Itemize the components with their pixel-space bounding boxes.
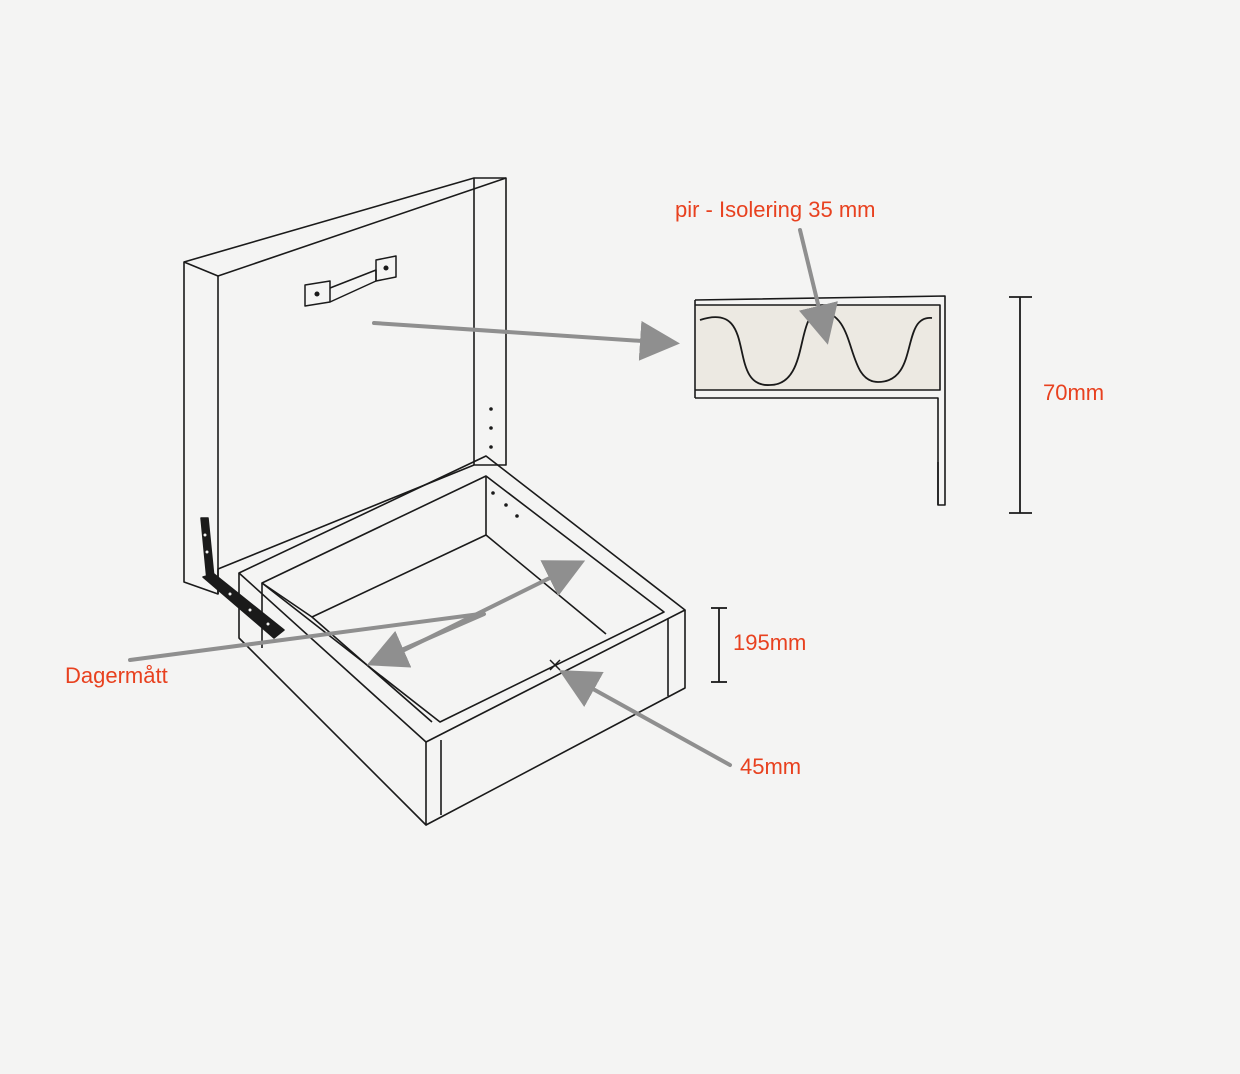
dimension-70mm-bar: [1009, 296, 1032, 514]
label-dagermatt: Dagermått: [65, 663, 168, 688]
box-frame: [238, 455, 686, 826]
lid: [183, 177, 507, 595]
arrow-to-section: [372, 320, 680, 361]
dimension-195mm-bar: [711, 607, 727, 683]
lid-handle: [304, 255, 397, 307]
x-mark: [549, 659, 561, 671]
profile-section: [694, 295, 946, 506]
arrow-insulation: [798, 228, 838, 345]
label-70mm: 70mm: [1043, 380, 1105, 405]
arrow-dagermatt: [128, 612, 482, 662]
screw-dots: [489, 407, 519, 518]
label-45mm: 45mm: [740, 754, 802, 779]
label-195mm: 195mm: [733, 630, 807, 655]
arrow-45mm: [559, 670, 732, 767]
callout-arrows: [128, 228, 838, 767]
arrow-inner-dim-b: [366, 612, 486, 668]
hinge: [200, 517, 285, 639]
label-insulation: pir - Isolering 35 mm: [675, 197, 876, 222]
